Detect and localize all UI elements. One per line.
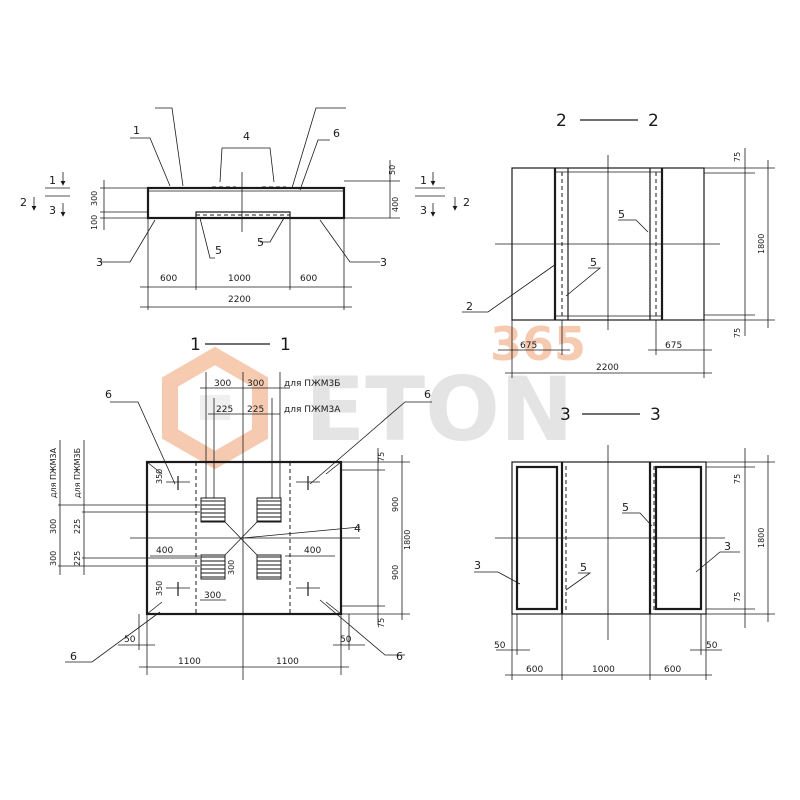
section-3-title-left: 3 [560, 405, 571, 425]
sec2-dim-675-right: 675 [665, 341, 682, 351]
sec1-callout-6-tl: 6 [105, 388, 112, 401]
section-1-title-right: 1 [280, 335, 291, 355]
elev-callout-1: 1 [133, 124, 140, 137]
sec3-dim-600-right: 600 [664, 665, 681, 675]
sec1-dim-900-bot: 900 [391, 565, 400, 580]
sec2-dim-1800: 1800 [757, 234, 766, 254]
sec2-dim-75-top: 75 [733, 152, 742, 162]
sec1-dim-75-top: 75 [377, 452, 386, 462]
sec2-dim-75-bot: 75 [733, 328, 742, 338]
embedded-plate [200, 497, 226, 523]
embedded-plate [200, 554, 226, 580]
elevation-view: 50 400 300 100 600 1000 600 2200 1 4 6 5… [20, 107, 470, 310]
watermark: 365 ETON [162, 317, 586, 470]
sec1-left-dim-225a: 225 [73, 519, 82, 534]
sec1-top-dim-225a: 225 [216, 405, 233, 415]
sec2-callout-5-right: 5 [618, 208, 625, 221]
section-1-1: 1 1 [49, 335, 432, 680]
sec1-dim-50-right: 50 [340, 635, 352, 645]
sec1-top-dim-225b: 225 [247, 405, 264, 415]
cut-mark-3-right: 3 [420, 204, 427, 217]
sec1-dim-900-top: 900 [391, 497, 400, 512]
cut-mark-3-left: 3 [49, 204, 56, 217]
sec2-callout-5-mid: 5 [590, 256, 597, 269]
cut-mark-2-left: 2 [20, 196, 27, 209]
watermark-hexagon-icon [162, 346, 268, 470]
embedded-plate [256, 497, 282, 523]
embedded-plate [256, 554, 282, 580]
sec3-dim-1000: 1000 [592, 665, 615, 675]
sec1-dim-50-left: 50 [124, 635, 136, 645]
elev-callout-6: 6 [333, 127, 340, 140]
sec3-callout-5-left: 5 [580, 561, 587, 574]
sec3-callout-5-right: 5 [622, 501, 629, 514]
elev-callout-4: 4 [243, 130, 250, 143]
elev-dim-600-right: 600 [300, 274, 317, 284]
elev-dim-300: 300 [90, 191, 99, 206]
sec3-dim-50-left: 50 [494, 641, 506, 651]
sec1-left-note-pzhm3a: для ПЖМ3А [49, 447, 58, 498]
sec1-dim-300-h: 300 [204, 591, 221, 601]
sec3-dim-50-right: 50 [706, 641, 718, 651]
watermark-number: 365 [490, 317, 586, 371]
sec1-top-dim-300b: 300 [247, 379, 264, 389]
sec1-top-dim-300a: 300 [214, 379, 231, 389]
sec1-dim-300-v: 300 [227, 560, 236, 575]
elev-dim-100: 100 [90, 215, 99, 230]
sec1-dim-350-top: 350 [155, 469, 164, 484]
sec1-left-dim-300b: 300 [49, 551, 58, 566]
section-2-2: 2 2 75 1800 75 675 675 [462, 111, 775, 378]
sec1-callout-6-br: 6 [396, 650, 403, 663]
elev-dim-600-left: 600 [160, 274, 177, 284]
sec2-dim-2200: 2200 [596, 363, 619, 373]
elev-callout-3a: 3 [96, 256, 103, 269]
elev-callout-5b: 5 [257, 236, 264, 249]
elev-dim-400: 400 [391, 197, 400, 212]
sec3-dim-75-top: 75 [733, 474, 742, 484]
cut-mark-2-right: 2 [463, 196, 470, 209]
sec2-callout-2: 2 [466, 300, 473, 313]
section-3-3: 3 3 75 1800 75 50 [474, 405, 775, 680]
sec1-dim-400-right: 400 [304, 546, 321, 556]
elev-dim-50: 50 [388, 165, 397, 175]
sec3-callout-3-left: 3 [474, 559, 481, 572]
sec1-callout-6-bl: 6 [70, 650, 77, 663]
sec1-dim-75-bot: 75 [377, 618, 386, 628]
sec3-dim-600-left: 600 [526, 665, 543, 675]
sec3-dim-1800: 1800 [757, 528, 766, 548]
elev-dim-1000: 1000 [228, 274, 251, 284]
sec1-dim-1100-left: 1100 [178, 657, 201, 667]
sec1-dim-1800: 1800 [403, 530, 412, 550]
section-2-title-right: 2 [648, 111, 659, 131]
elev-callout-3b: 3 [380, 256, 387, 269]
sec1-callout-4: 4 [354, 522, 361, 535]
sec1-callout-6-tr: 6 [424, 388, 431, 401]
sec1-left-note-pzhm3b: для ПЖМ3Б [73, 448, 82, 498]
sec1-note-pzhm3b: для ПЖМ3Б [284, 379, 340, 389]
section-2-title-left: 2 [556, 111, 567, 131]
section-1-title-left: 1 [190, 335, 201, 355]
cut-mark-1-left: 1 [49, 174, 56, 187]
sec3-callout-3-right: 3 [724, 540, 731, 553]
elev-dim-2200: 2200 [228, 295, 251, 305]
watermark-word: ETON [305, 358, 574, 461]
section-3-title-right: 3 [650, 405, 661, 425]
sec1-dim-400-left: 400 [156, 546, 173, 556]
sec1-note-pzhm3a: для ПЖМ3А [284, 405, 341, 415]
sec1-left-dim-300a: 300 [49, 519, 58, 534]
sec2-dim-675-left: 675 [520, 341, 537, 351]
sec1-left-dim-225b: 225 [73, 551, 82, 566]
sec1-dim-1100-right: 1100 [276, 657, 299, 667]
sec3-dim-75-bot: 75 [733, 592, 742, 602]
cut-mark-1-right: 1 [420, 174, 427, 187]
elev-callout-5a: 5 [215, 244, 222, 257]
sec1-dim-350-bot: 350 [155, 581, 164, 596]
